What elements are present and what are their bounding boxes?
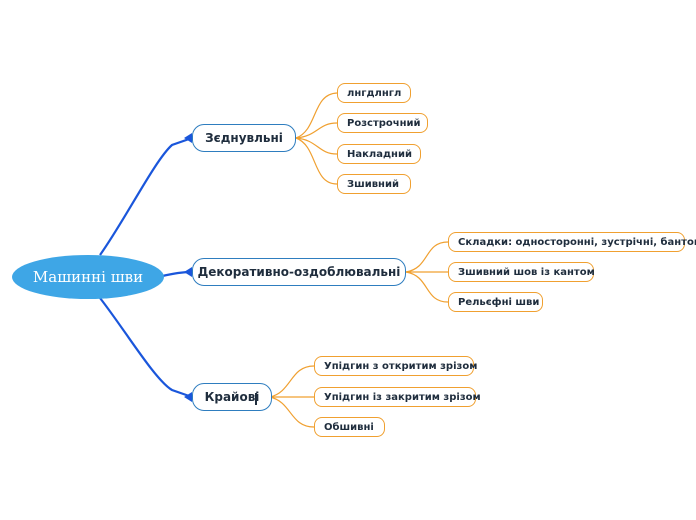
subtopic-edge-2[interactable]: Упідгин із закритим зрізом (314, 387, 481, 407)
arrow-joining (184, 133, 192, 143)
topic-decorative[interactable]: Декоративно-оздоблювальні (192, 258, 406, 286)
text-cursor (255, 393, 257, 405)
link-joining-1 (295, 92, 338, 139)
arrow-edge (184, 392, 192, 402)
link-root-edge (99, 297, 193, 399)
link-joining-3 (295, 137, 338, 155)
topic-joining[interactable]: Зєднувльні (192, 124, 296, 152)
link-root-joining (99, 136, 193, 256)
subtopic-decorative-3[interactable]: Рельєфні шви (448, 292, 543, 312)
arrow-decorative (184, 267, 192, 277)
link-joining-4 (295, 137, 338, 185)
link-decorative-3 (405, 271, 449, 303)
central-topic[interactable]: Машинні шви (12, 255, 164, 299)
link-joining-2 (295, 122, 338, 139)
link-edge-3 (269, 396, 315, 428)
link-decorative-1 (405, 241, 449, 273)
subtopic-joining-1[interactable]: лнгдлнгл (337, 83, 411, 103)
subtopic-edge-1[interactable]: Упідгин з откритим зрізом (314, 356, 477, 376)
subtopic-joining-4[interactable]: Зшивний (337, 174, 411, 194)
subtopic-decorative-2[interactable]: Зшивний шов із кантом (448, 262, 595, 282)
link-edge-1 (269, 365, 315, 398)
subtopic-decorative-1[interactable]: Складки: односторонні, зустрічні, бантов… (448, 232, 696, 252)
subtopic-joining-2[interactable]: Розстрочний (337, 113, 428, 133)
subtopic-edge-3[interactable]: Обшивні (314, 417, 385, 437)
topic-edge[interactable]: Крайові (192, 383, 272, 411)
subtopic-joining-3[interactable]: Накладний (337, 144, 421, 164)
